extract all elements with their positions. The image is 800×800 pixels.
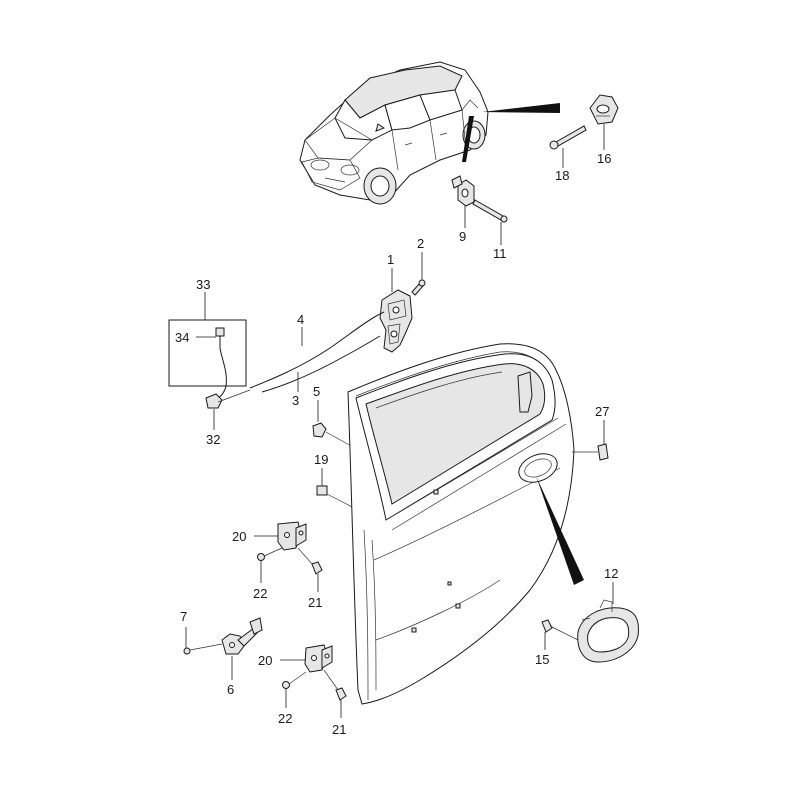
part-34-cable: 34 (175, 327, 227, 401)
callout-2: 2 (417, 236, 424, 251)
callout-21-lower: 21 (332, 722, 346, 737)
callout-18: 18 (555, 168, 569, 183)
part-27-seal-clip (597, 443, 609, 461)
callout-27: 27 (595, 404, 609, 419)
part-21-lower-nut (335, 687, 347, 701)
callout-11: 11 (493, 246, 507, 261)
pointer-wedge-9 (462, 116, 474, 162)
part-33-assembly-box: 33 (168, 277, 247, 387)
car-illustration (299, 61, 489, 205)
callout-7: 7 (180, 609, 187, 624)
part-16-striker (589, 94, 619, 125)
part-19-patch (316, 485, 328, 496)
part-4-lock-rod (249, 311, 385, 389)
part-6-door-check (221, 617, 263, 655)
part-2-screw (411, 279, 426, 296)
rear-door-panel (347, 343, 575, 705)
callout-6: 6 (227, 682, 234, 697)
callout-22-upper: 22 (253, 586, 267, 601)
callout-3: 3 (292, 393, 299, 408)
callout-21-upper: 21 (308, 595, 322, 610)
callout-19: 19 (314, 452, 328, 467)
part-9-bracket (451, 175, 475, 207)
callout-4: 4 (297, 312, 304, 327)
part-18-screw (549, 125, 587, 150)
part-21-upper-nut (311, 561, 323, 575)
part-22-lower-bolt (282, 671, 307, 689)
pointer-wedge-16 (482, 103, 560, 113)
callout-20-lower: 20 (258, 653, 272, 668)
part-12-outside-handle (577, 599, 639, 663)
callout-12: 12 (604, 566, 618, 581)
part-5-clip (312, 422, 327, 438)
callout-5: 5 (313, 384, 320, 399)
part-15-screw (541, 619, 579, 641)
callout-16: 16 (597, 151, 611, 166)
callout-9: 9 (459, 229, 466, 244)
callout-22-lower: 22 (278, 711, 292, 726)
callout-33: 33 (196, 277, 210, 292)
part-22-upper-bolt (257, 547, 283, 561)
part-20-lower-hinge (304, 644, 339, 691)
part-1-door-latch (379, 289, 413, 353)
part-32-clip (205, 389, 251, 409)
part-3-handle-rod (261, 335, 381, 393)
callout-1: 1 (387, 252, 394, 267)
callout-34: 34 (175, 330, 189, 345)
pointer-wedge-12 (536, 476, 584, 585)
callout-32: 32 (206, 432, 220, 447)
part-7-bolt (183, 643, 223, 655)
part-20-upper-hinge (277, 521, 313, 565)
callout-15: 15 (535, 652, 549, 667)
callout-20-upper: 20 (232, 529, 246, 544)
part-11-bolt (472, 199, 508, 223)
